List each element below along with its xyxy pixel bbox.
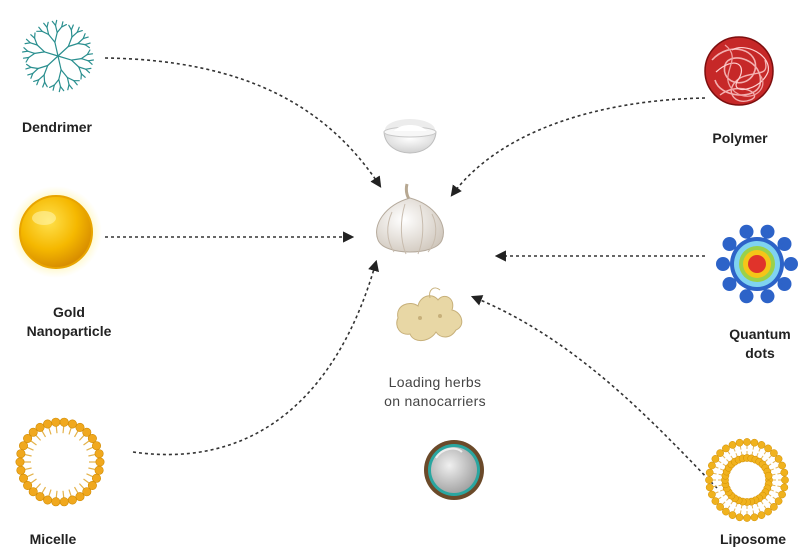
quantum-dots-label: Quantum dots bbox=[720, 325, 800, 363]
caption-line2: on nanocarriers bbox=[370, 392, 500, 411]
polymer-label: Polymer bbox=[700, 129, 780, 148]
ginger-icon bbox=[397, 288, 462, 341]
arrow-polymer bbox=[452, 98, 705, 195]
gold-label-line2: Nanoparticle bbox=[14, 322, 124, 341]
gold-nanoparticle-label: Gold Nanoparticle bbox=[14, 303, 124, 341]
micelle-label: Micelle bbox=[18, 530, 88, 549]
coconut-icon bbox=[424, 440, 484, 500]
arrow-micelle bbox=[133, 262, 376, 455]
quantum-label-line1: Quantum bbox=[720, 325, 800, 344]
gold-nanoparticle-icon bbox=[10, 186, 102, 278]
quantum-dots-icon bbox=[716, 225, 798, 304]
liposome-label: Liposome bbox=[708, 530, 798, 549]
garlic-icon bbox=[377, 184, 444, 254]
liposome-icon bbox=[705, 438, 788, 521]
dendrimer-label: Dendrimer bbox=[12, 118, 102, 137]
dendrimer-icon bbox=[23, 20, 94, 91]
micelle-icon bbox=[16, 418, 104, 506]
arrow-liposome bbox=[473, 297, 717, 488]
arrow-dendrimer bbox=[105, 58, 380, 186]
polymer-icon bbox=[705, 37, 773, 105]
powder-bowl-icon bbox=[384, 119, 436, 153]
caption-line1: Loading herbs bbox=[370, 373, 500, 392]
center-caption: Loading herbs on nanocarriers bbox=[370, 373, 500, 411]
gold-label-line1: Gold bbox=[14, 303, 124, 322]
quantum-label-line2: dots bbox=[720, 344, 800, 363]
